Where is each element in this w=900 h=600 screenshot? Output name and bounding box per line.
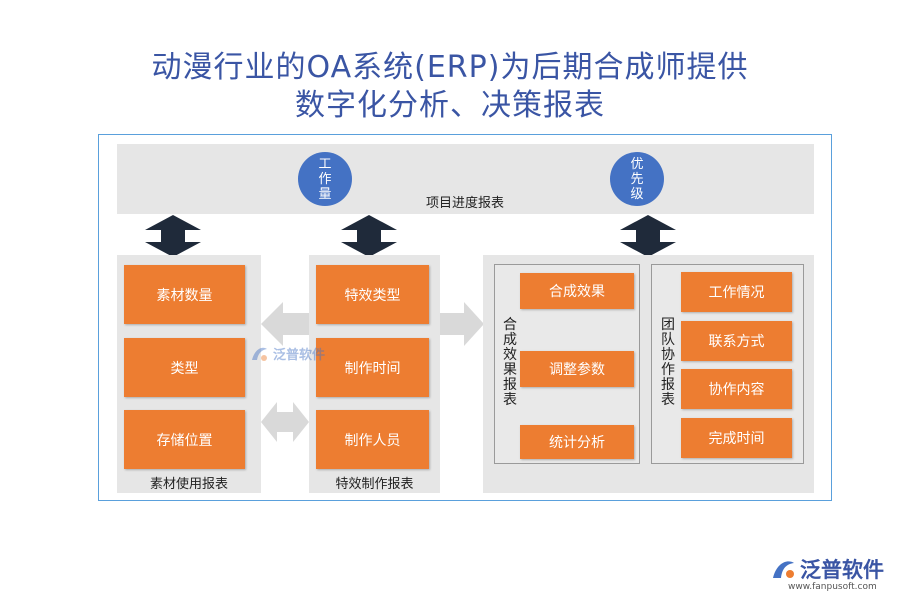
contact-info-box: 联系方式 [681, 321, 792, 361]
brand-logo-icon [773, 561, 794, 578]
vertical-double-arrow-2 [341, 215, 397, 257]
storage-location-box: 存储位置 [124, 410, 245, 469]
effect-type-box: 特效类型 [316, 265, 429, 324]
brand-url: www.fanpusoft.com [788, 582, 877, 592]
right-arrow [440, 302, 484, 346]
production-time-box: 制作时间 [316, 338, 429, 397]
material-usage-label: 素材使用报表 [149, 477, 228, 492]
diagram-frame [98, 134, 832, 501]
workload-circle: 工作量 [298, 152, 352, 206]
material-count-box: 素材数量 [124, 265, 245, 324]
priority-circle: 优先级 [610, 152, 664, 206]
brand-logo-text: 泛普软件 [800, 558, 884, 582]
title-line-2: 数字化分析、决策报表 [295, 88, 605, 123]
effects-production-label: 特效制作报表 [335, 477, 414, 492]
work-status-box: 工作情况 [681, 272, 792, 312]
adjust-params-box: 调整参数 [520, 351, 634, 387]
vertical-double-arrow-1 [145, 215, 201, 257]
team-collaboration-label: 团队协作报表 [661, 317, 675, 408]
composite-effect-label: 合成效果报表 [503, 317, 517, 408]
material-type-box: 类型 [124, 338, 245, 397]
watermark-text: 泛普软件 [273, 348, 326, 363]
left-arrow [261, 302, 309, 346]
composite-effect-box: 合成效果 [520, 273, 634, 309]
collab-content-box: 协作内容 [681, 369, 792, 409]
vertical-double-arrow-3 [620, 215, 676, 257]
watermark-logo-icon [252, 347, 267, 361]
title-line-1: 动漫行业的OA系统(ERP)为后期合成师提供 [151, 50, 749, 85]
brand-logo: 泛普软件 [770, 554, 884, 584]
production-staff-box: 制作人员 [316, 410, 429, 469]
center-watermark: 泛普软件 [249, 344, 325, 363]
completion-time-box: 完成时间 [681, 418, 792, 458]
project-progress-label: 项目进度报表 [425, 196, 504, 211]
horizontal-double-arrow [261, 402, 309, 442]
statistical-analysis-box: 统计分析 [520, 425, 634, 459]
project-progress-band [117, 144, 814, 214]
